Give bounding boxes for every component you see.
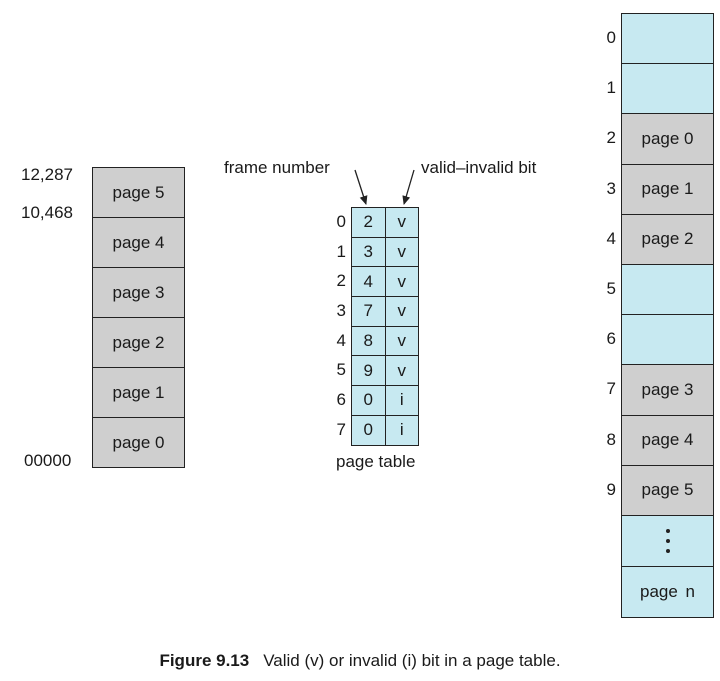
frame-number-cell: 3 xyxy=(352,237,386,267)
logical-page-cell: page 4 xyxy=(93,218,184,268)
page-table-row: 0 i xyxy=(352,415,418,446)
valid-invalid-arrow xyxy=(402,169,415,205)
frame-cell: page 2 xyxy=(622,214,713,265)
frame-index: 9 xyxy=(606,479,616,499)
frame-number-cell: 9 xyxy=(352,356,386,386)
caption-text: Valid (v) or invalid (i) bit in a page t… xyxy=(263,651,561,670)
frame-number-cell: 2 xyxy=(352,208,386,237)
page-table-label: page table xyxy=(336,452,416,471)
frame-index: 4 xyxy=(606,228,616,248)
frame-cell-empty xyxy=(622,64,713,115)
frame-index: 1 xyxy=(606,78,616,98)
page-table-row: 9 v xyxy=(352,356,418,387)
frame-index: 3 xyxy=(606,178,616,198)
page-table-index: 4 xyxy=(336,330,346,350)
page-table-index: 1 xyxy=(336,241,346,261)
address-top-label: 12,287 xyxy=(21,165,73,184)
frame-cell-empty xyxy=(622,264,713,316)
logical-page-cell: page 3 xyxy=(93,268,184,318)
frame-index: 7 xyxy=(606,379,616,399)
frame-number-cell: 0 xyxy=(352,415,386,445)
address-limit-label: 10,468 xyxy=(21,203,73,222)
page-table-row: 4 v xyxy=(352,267,418,298)
frame-index: 0 xyxy=(606,28,616,47)
logical-page-cell: page 0 xyxy=(93,418,184,468)
valid-bit-cell: v xyxy=(385,297,418,326)
figure-caption: Figure 9.13 Valid (v) or invalid (i) bit … xyxy=(0,651,720,671)
page-table-index: 7 xyxy=(336,419,346,439)
valid-bit-cell: v xyxy=(385,356,418,386)
frame-cell-empty xyxy=(622,315,713,366)
page-table-index-column: 0 1 2 3 4 5 6 7 xyxy=(330,207,346,445)
frame-cell-empty xyxy=(622,14,713,65)
valid-bit-cell: v xyxy=(385,326,418,356)
frame-cell: page 5 xyxy=(622,465,713,516)
valid-bit-cell: v xyxy=(385,237,418,267)
frame-cell: page 1 xyxy=(622,164,713,215)
ellipsis-dot-icon xyxy=(665,528,670,533)
ellipsis-dot-icon xyxy=(665,538,670,543)
frame-number-cell: 4 xyxy=(352,267,386,297)
page-table: 2 v 3 v 4 v 7 v 8 v 9 v 0 i 0 i xyxy=(351,207,419,446)
page-table-row: 7 v xyxy=(352,297,418,327)
logical-page-cell: page 1 xyxy=(93,368,184,418)
frame-index-column: 0 1 2 3 4 5 6 7 8 9 xyxy=(600,13,616,515)
page-table-index: 3 xyxy=(336,301,346,321)
page-table-index: 6 xyxy=(336,390,346,410)
logical-page-cell: page 5 xyxy=(93,168,184,218)
page-table-index: 5 xyxy=(336,360,346,380)
frame-index: 6 xyxy=(606,329,616,349)
page-table-index: 2 xyxy=(336,271,346,291)
ellipsis-dot-icon xyxy=(665,548,670,553)
logical-memory: page 5 page 4 page 3 page 2 page 1 page … xyxy=(92,167,185,468)
frame-cell: page 4 xyxy=(622,415,713,466)
frame-number-arrow xyxy=(354,169,368,205)
valid-bit-cell: i xyxy=(385,386,418,415)
page-table-row: 0 i xyxy=(352,386,418,416)
frame-number-cell: 0 xyxy=(352,386,386,415)
page-table-row: 2 v xyxy=(352,208,418,238)
valid-bit-cell: v xyxy=(385,267,418,297)
frame-index: 2 xyxy=(606,128,616,148)
valid-bit-cell: i xyxy=(385,415,418,445)
valid-bit-cell: v xyxy=(385,208,418,237)
ellipsis-cell xyxy=(622,515,713,568)
page-table-row: 3 v xyxy=(352,237,418,268)
frame-cell-last: page n xyxy=(622,567,713,619)
frame-index: 8 xyxy=(606,429,616,449)
logical-page-cell: page 2 xyxy=(93,318,184,368)
page-table-index: 0 xyxy=(336,212,346,231)
frame-index: 5 xyxy=(606,278,616,298)
frame-number-label: frame number xyxy=(224,158,330,177)
frame-number-cell: 8 xyxy=(352,326,386,356)
frame-cell: page 3 xyxy=(622,365,713,416)
physical-memory: page 0 page 1 page 2 page 3 page 4 page … xyxy=(621,13,714,619)
figure-number: Figure 9.13 xyxy=(159,651,250,670)
frame-number-cell: 7 xyxy=(352,297,386,326)
valid-invalid-label: valid–invalid bit xyxy=(421,158,537,177)
frame-cell: page 0 xyxy=(622,114,713,165)
address-base-label: 00000 xyxy=(24,451,72,470)
page-table-row: 8 v xyxy=(352,326,418,357)
